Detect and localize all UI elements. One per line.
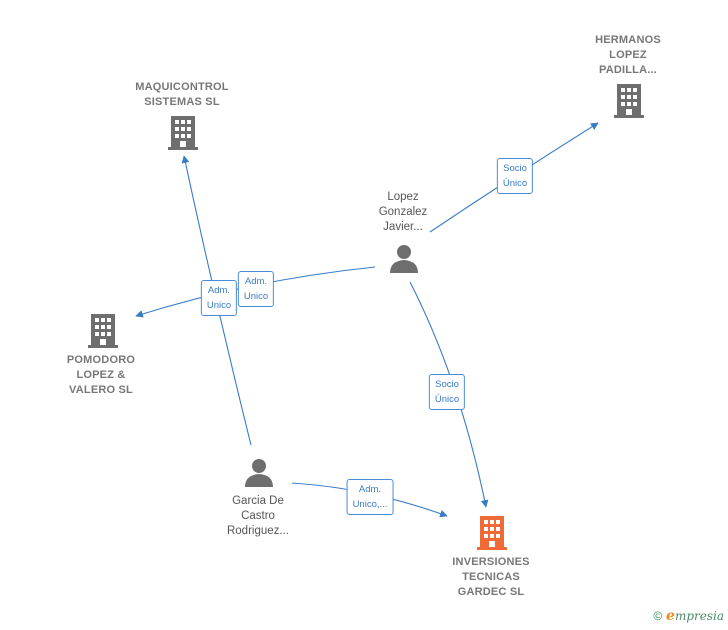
building-icon[interactable] [88,314,118,348]
building-icon[interactable] [614,84,644,118]
brand-initial: e [666,608,675,624]
edge-label-garcia-maquicontrol[interactable]: Adm. Unico [200,280,238,316]
edge-label-garcia-inversiones[interactable]: Adm. Unico,... [346,479,394,515]
node-label-pomodoro[interactable]: POMODORO LOPEZ & VALERO SL [66,354,136,396]
copyright-icon: © [653,609,663,623]
node-label-lopez[interactable]: Lopez Gonzalez Javier... [378,191,428,233]
brand-name: mpresia [674,609,724,623]
edge-label-lopez-pomodoro[interactable]: Adm. Unico [237,271,275,307]
edge-label-lopez-hermanos[interactable]: Socio Único [496,158,534,194]
building-icon[interactable] [477,516,507,550]
node-label-maquicontrol[interactable]: MAQUICONTROL SISTEMAS SL [135,81,229,108]
brand-watermark: © empresia [653,608,724,624]
edge-label-lopez-inversiones[interactable]: Socio Único [428,374,466,410]
node-label-garcia[interactable]: Garcia De Castro Rodriguez... [226,495,289,537]
node-label-inversiones[interactable]: INVERSIONES TECNICAS GARDEC SL [452,556,530,598]
person-icon[interactable] [245,459,273,487]
node-label-hermanos[interactable]: HERMANOS LOPEZ PADILLA... [595,34,661,76]
building-icon[interactable] [168,116,198,150]
person-icon[interactable] [390,245,418,273]
